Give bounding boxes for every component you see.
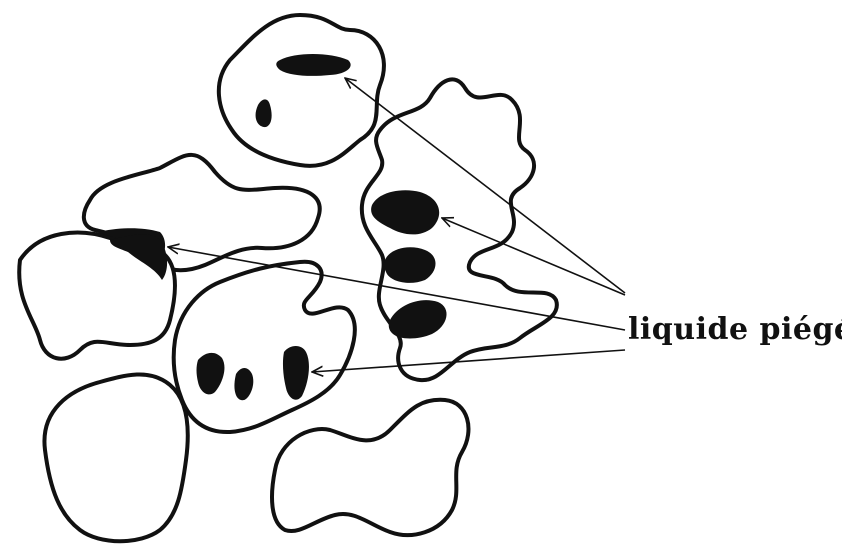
particle-center	[174, 262, 355, 432]
particle-right	[362, 79, 557, 380]
trapped-liquid-label: liquide piégé	[628, 312, 842, 347]
particle-top	[219, 15, 384, 166]
trapped-liquid-top-1	[276, 54, 350, 76]
particle-bottom-right	[272, 400, 468, 535]
trapped-liquid-right-2	[384, 247, 436, 283]
particle-bottom-left	[44, 374, 187, 541]
